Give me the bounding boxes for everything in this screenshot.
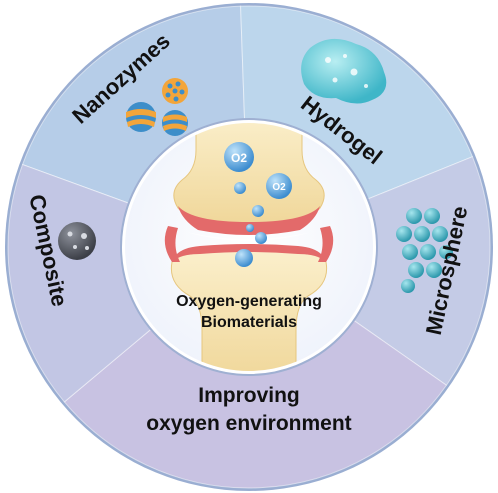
bottom-title-line2: oxygen environment (146, 412, 351, 435)
oxygen-bubble-medium (266, 173, 292, 199)
oxygen-bubble-large (224, 142, 254, 172)
center-circle: O2 O2 Oxygen-generating Biomaterials (120, 118, 378, 376)
oxygen-bubbles: O2 O2 (224, 142, 292, 267)
hydrogel-icon (301, 38, 387, 104)
center-title-line1: Oxygen-generating (176, 293, 322, 310)
composite-icon (58, 222, 96, 260)
center-title-line2: Biomaterials (201, 314, 297, 331)
outer-ring (5, 3, 493, 491)
bottom-title-line1: Improving (198, 384, 300, 407)
nanozyme-icon (126, 78, 188, 136)
microsphere-icon (396, 208, 453, 293)
oxygen-symbol-2: O2 (272, 182, 286, 193)
oxygen-symbol-1: O2 (231, 151, 247, 165)
